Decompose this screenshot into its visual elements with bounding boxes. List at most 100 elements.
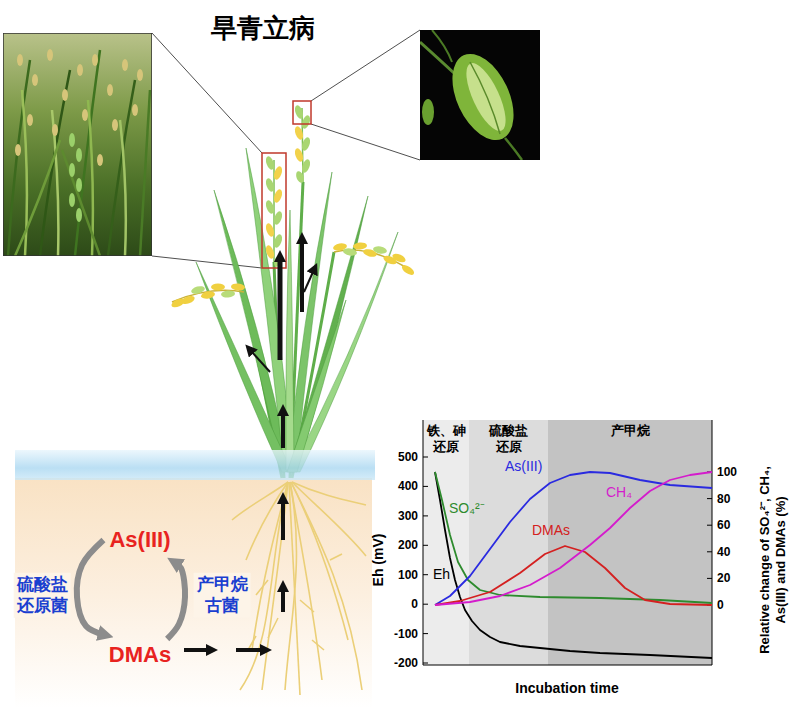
rice-panicles xyxy=(293,104,304,120)
axis-title: Incubation time xyxy=(515,680,618,696)
transport-arrow xyxy=(278,260,283,360)
chart-axes xyxy=(423,420,712,665)
rice-panicles xyxy=(272,188,283,204)
rice-roots xyxy=(312,640,324,650)
field-photo xyxy=(140,90,150,256)
rice-panicles xyxy=(293,125,304,141)
field-photo xyxy=(3,33,152,256)
rice-panicles xyxy=(295,170,306,184)
rice-roots xyxy=(232,482,288,520)
chart-axes xyxy=(423,515,428,516)
node-text: 铁、砷还原 xyxy=(425,423,467,454)
grain-photo xyxy=(440,44,526,149)
chart-axes xyxy=(423,545,428,546)
phase-band: 铁、砷还原 xyxy=(423,420,469,665)
field-photo xyxy=(82,109,88,121)
field-photo xyxy=(52,110,58,256)
field-photo xyxy=(69,133,75,147)
rice-panicles xyxy=(372,245,387,254)
field-photo xyxy=(76,148,82,162)
rice-panicles xyxy=(264,222,275,238)
node-text: 硫酸盐还原 xyxy=(488,423,530,454)
rice-panicles xyxy=(170,104,416,309)
phase-band: 产甲烷 xyxy=(548,420,712,665)
series-label: As(III) xyxy=(505,458,542,474)
band-fill xyxy=(469,420,548,665)
grain-photo xyxy=(422,99,434,125)
rice-roots xyxy=(248,636,256,650)
field-photo xyxy=(120,120,126,256)
rice-leaves xyxy=(196,148,398,472)
transport-arrow xyxy=(236,648,262,652)
rice-leaves xyxy=(287,300,346,472)
field-photo xyxy=(107,84,113,96)
rice-panicles xyxy=(400,263,415,277)
axis-tick-label: 100 xyxy=(717,465,737,479)
axis-tick-label: 0 xyxy=(411,597,418,611)
field-photo xyxy=(69,163,75,177)
chart-axes xyxy=(423,665,712,666)
transport-arrow xyxy=(300,242,304,312)
series-label: SO₄²⁻ xyxy=(449,498,485,517)
rice-roots xyxy=(268,618,278,638)
chart-axes xyxy=(423,457,428,458)
grain-photo xyxy=(459,58,514,136)
field-photo xyxy=(15,140,60,256)
rice-roots xyxy=(246,482,288,560)
microbe-label: 硫酸盐还原菌 xyxy=(14,573,71,618)
axis-tick-label: -200 xyxy=(394,656,418,670)
axis-tick-label: 200 xyxy=(398,538,418,552)
rice-panicles xyxy=(300,114,311,130)
field-photo xyxy=(52,124,58,136)
grain-photo xyxy=(432,30,452,62)
field-photo xyxy=(122,59,128,71)
rice-panicles xyxy=(264,199,275,215)
rice-panicles xyxy=(231,283,246,291)
rice-roots xyxy=(291,482,362,690)
chart-axes xyxy=(707,578,712,579)
transport-arrow xyxy=(184,242,313,650)
field-photo xyxy=(137,69,143,81)
leader-line xyxy=(152,256,262,268)
series-label: CH₄ xyxy=(606,484,632,500)
grain-photo xyxy=(420,30,540,160)
grain-photo xyxy=(505,138,522,160)
rice-panicles xyxy=(170,297,186,309)
red-frame xyxy=(293,101,311,124)
axis-tick-label: 500 xyxy=(398,450,418,464)
axis-tick-label: 100 xyxy=(398,568,418,582)
paddy-water xyxy=(15,450,375,480)
rice-panicles xyxy=(391,252,407,264)
axis-title: Relative change of SO₄²⁻, CH₄, As(III) a… xyxy=(757,460,790,660)
rice-panicles xyxy=(264,155,275,171)
axis-tick-label: -100 xyxy=(394,627,418,641)
field-photo xyxy=(69,193,75,207)
rice-panicles xyxy=(353,242,368,250)
rice-panicles xyxy=(221,290,236,298)
field-photo xyxy=(3,33,152,256)
leader-line xyxy=(152,30,420,268)
node-text: DMAs xyxy=(109,642,171,668)
rice-leaves xyxy=(289,196,368,470)
rice-panicles xyxy=(200,290,215,299)
rice-panicles xyxy=(293,147,304,163)
rice-panicles xyxy=(190,285,205,295)
rice-leaves xyxy=(286,210,294,470)
field-photo xyxy=(27,114,33,126)
field-photo xyxy=(62,150,100,256)
rice-roots xyxy=(262,482,288,690)
rice-roots xyxy=(292,482,366,556)
field-photo xyxy=(69,133,82,222)
axis-tick-label: 40 xyxy=(717,545,730,559)
field-photo xyxy=(62,89,68,101)
leader-line xyxy=(311,124,420,160)
rice-panicles xyxy=(264,177,275,193)
field-photo xyxy=(8,50,150,256)
field-photo xyxy=(132,104,138,116)
transport-arrow xyxy=(252,352,270,372)
chart-axes xyxy=(423,574,428,575)
rice-panicles xyxy=(211,284,225,291)
node-text: As(III) xyxy=(109,527,170,553)
